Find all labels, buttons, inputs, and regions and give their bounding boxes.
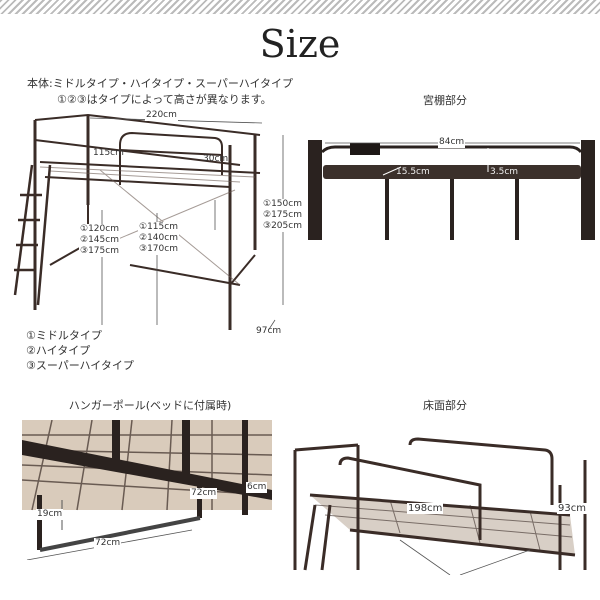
total-height-3: ③205cm	[263, 221, 302, 231]
floor-width-label: 93cm	[557, 503, 587, 514]
floor-length-label: 198cm	[407, 503, 444, 514]
shelf-photo	[308, 140, 595, 240]
legend-high: ②ハイタイプ	[26, 344, 91, 357]
guard-height-label: 30cm	[203, 154, 229, 164]
shelf-section-title: 宮棚部分	[423, 94, 467, 107]
hanger-span2-label: 72cm	[94, 538, 122, 549]
hanger-span-label: 72cm	[190, 488, 218, 499]
under-left-1: ①120cm	[80, 224, 119, 234]
floor-section-title: 床面部分	[423, 399, 467, 412]
under-mid-1: ①115cm	[139, 222, 178, 232]
legend-super-high: ③スーパーハイタイプ	[26, 359, 134, 372]
shelf-width-label: 84cm	[438, 137, 466, 148]
shelf-lip-label: 3.5cm	[490, 167, 519, 177]
hanger-drop-label: 19cm	[36, 509, 64, 520]
under-height-mid: ①115cm ②140cm ③170cm	[138, 222, 179, 255]
width-label: 220cm	[145, 110, 178, 121]
under-mid-2: ②140cm	[139, 233, 178, 243]
shelf-depth-label: 15.5cm	[396, 167, 430, 177]
total-height-2: ②175cm	[263, 210, 302, 220]
hanger-section-title: ハンガーポール(ベッドに付属時)	[68, 399, 232, 412]
hanger-gap-label: 6cm	[246, 482, 268, 493]
under-left-2: ②145cm	[80, 235, 119, 245]
under-mid-3: ③170cm	[139, 244, 178, 254]
under-height-left: ①120cm ②145cm ③175cm	[79, 224, 120, 257]
decorative-stripe-band	[0, 0, 600, 14]
legend-middle: ①ミドルタイプ	[26, 329, 102, 342]
total-height-1: ①150cm	[263, 199, 302, 209]
depth-label: 97cm	[256, 326, 282, 336]
hanger-pole-photo	[22, 420, 273, 560]
loft-bed-diagram	[13, 113, 284, 330]
intro-line-2: ①②③はタイプによって高さが異なります。	[57, 93, 272, 106]
total-height: ①150cm ②175cm ③205cm	[262, 199, 303, 232]
floor-photo	[293, 437, 587, 575]
page-title: Size	[259, 22, 341, 66]
slat-width-label: 115cm	[93, 148, 124, 158]
type-legend: ①ミドルタイプ ②ハイタイプ ③スーパーハイタイプ	[26, 328, 134, 373]
intro-line-1: 本体:ミドルタイプ・ハイタイプ・スーパーハイタイプ	[27, 77, 294, 90]
under-left-3: ③175cm	[80, 246, 119, 256]
